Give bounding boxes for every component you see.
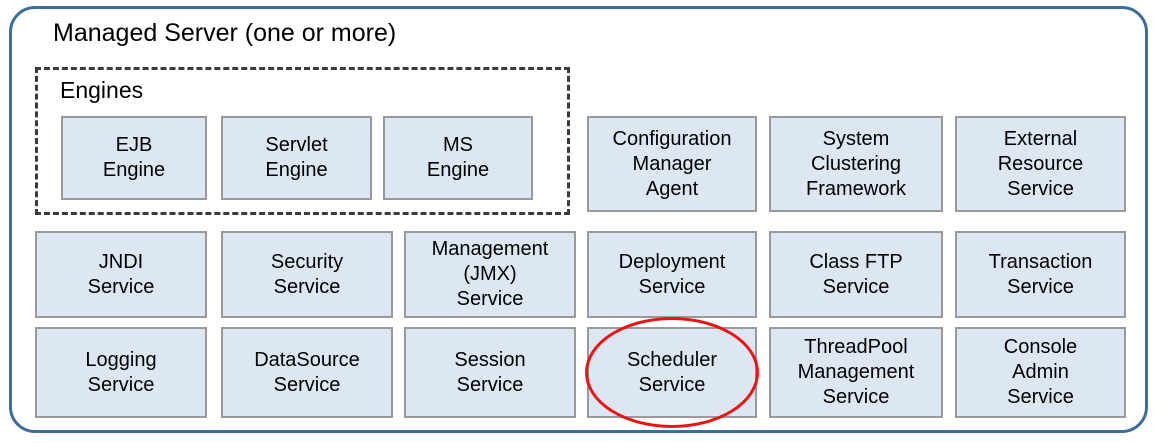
engines-group-frame [35,67,570,215]
box-management-jmx-service[interactable]: Management(JMX)Service [404,231,576,318]
managed-server-frame [9,6,1148,433]
box-management-jmx-service-label: Management(JMX)Service [431,238,549,310]
managed-server-title: Managed Server (one or more) [53,19,397,47]
engines-group-label: Engines [60,77,144,103]
